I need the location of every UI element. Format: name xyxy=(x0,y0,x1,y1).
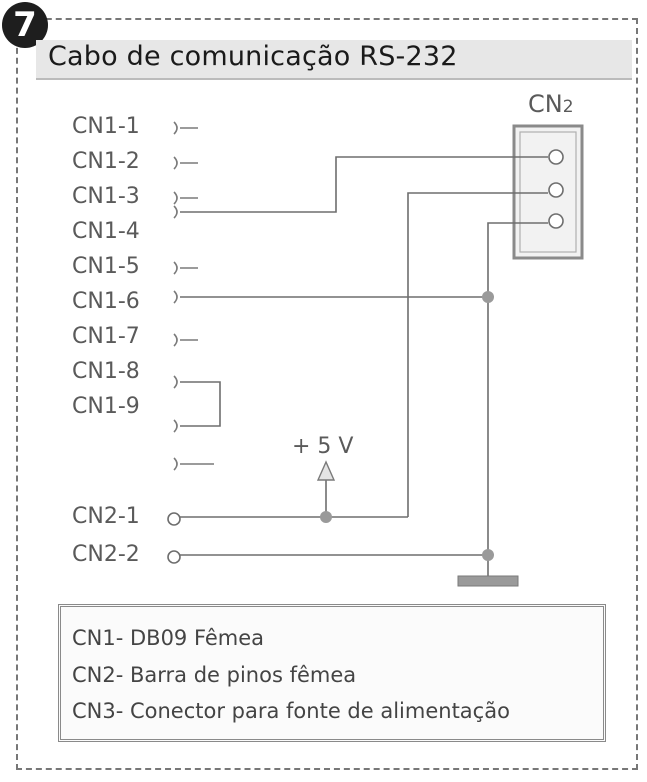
cn2-pin-2-contact xyxy=(548,182,564,198)
cn1-pin-6-contact xyxy=(173,290,178,304)
legend-line-cn1: CN1- DB09 Fêmea xyxy=(72,626,265,650)
cn1-pin-5-contact xyxy=(173,261,198,275)
cn3-pin-1-label: CN2-1 xyxy=(72,504,140,529)
ground-symbol xyxy=(457,575,519,587)
legend-line-cn3: CN3- Conector para fonte de alimentação xyxy=(72,699,510,723)
cn1-pin-7-label: CN1-7 xyxy=(72,324,140,349)
legend-box xyxy=(58,604,606,742)
wire-cn1-4-to-cn2-1 xyxy=(180,156,548,213)
wire-cn2-2-to-vcc xyxy=(407,192,548,517)
junction-dot-gnd-cn1-6 xyxy=(482,291,494,303)
cn1-pin-4-contact xyxy=(173,205,178,219)
cn1-pin-1-label: CN1-1 xyxy=(72,114,140,139)
cn1-pin-6-label: CN1-6 xyxy=(72,289,140,314)
cn3-pin-2-label: CN2-2 xyxy=(72,542,140,567)
cn3-pin-1-contact xyxy=(167,512,181,526)
cn2-pin-1-contact xyxy=(548,149,564,165)
junction-dot-vcc xyxy=(320,511,332,523)
cn2-pin-3-contact xyxy=(548,213,564,229)
cn1-pin-9-label: CN1-9 xyxy=(72,394,140,419)
cn1-pin-1-contact xyxy=(173,121,198,135)
title-bar xyxy=(36,40,632,80)
cn1-pin-8-label: CN1-8 xyxy=(72,359,140,384)
cn1-pin-2-label: CN1-2 xyxy=(72,149,140,174)
wire-cn2-3-to-gnd xyxy=(487,222,548,578)
cn2-connector-body xyxy=(512,124,584,260)
cn2-header-label: CN2 xyxy=(528,90,574,118)
supply-voltage-label: + 5 V xyxy=(292,434,354,459)
cn1-pin-5-label: CN1-5 xyxy=(72,254,140,279)
wire-cn1-8-loop-cn1-9 xyxy=(180,381,221,427)
cn1-pin-9-contact xyxy=(173,419,178,433)
cn1-pin-8-contact xyxy=(173,375,178,389)
cn1-pin-3-label: CN1-3 xyxy=(72,184,140,209)
cn3-pin-2-contact xyxy=(167,550,181,564)
cn1-pin-7-contact xyxy=(173,333,198,347)
legend-line-cn2: CN2- Barra de pinos fêmea xyxy=(72,663,357,687)
junction-dot-gnd xyxy=(482,549,494,561)
cn1-pin-3-contact xyxy=(173,191,198,205)
diagram-title: Cabo de comunicação RS-232 xyxy=(48,41,458,72)
cn1-pin-2-contact xyxy=(173,156,198,170)
vcc-arrow-icon xyxy=(316,460,336,481)
cn1-pin-4-label: CN1-4 xyxy=(72,219,140,244)
diagram-frame xyxy=(16,18,638,770)
cn1-spare-contact xyxy=(173,457,214,471)
